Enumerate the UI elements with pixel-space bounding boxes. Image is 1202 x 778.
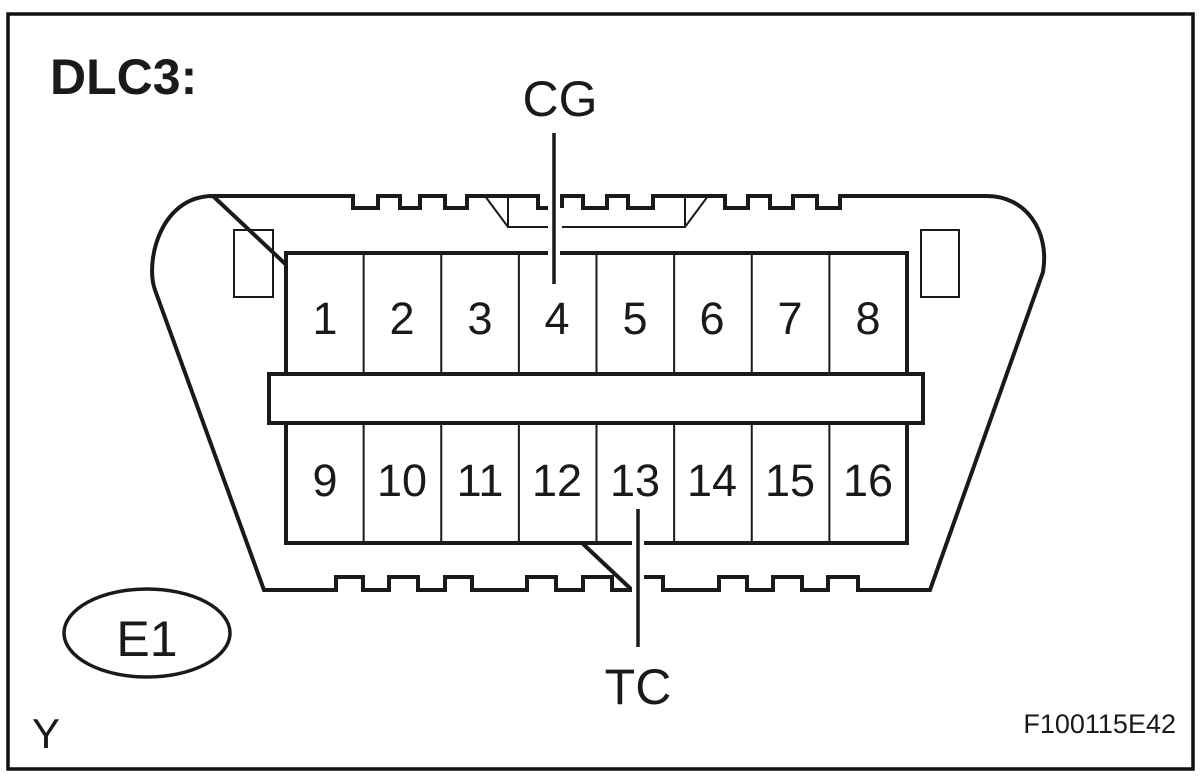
pin-10: 10: [377, 455, 427, 506]
pin-3: 3: [467, 293, 492, 344]
latch-keyway: [484, 195, 709, 228]
diagram-title: DLC3:: [50, 49, 197, 105]
pin-15: 15: [765, 455, 815, 506]
pin-14: 14: [687, 455, 737, 506]
pin-labels: 1 2 3 4 5 6 7 8 9 10 11 12 13 14 15 16: [312, 293, 893, 506]
pin-7: 7: [777, 293, 802, 344]
right-guide-slot: [920, 229, 960, 298]
pin-1: 1: [312, 293, 337, 344]
tc-label: TC: [605, 659, 672, 715]
pin-2: 2: [389, 293, 414, 344]
pin-6: 6: [699, 293, 724, 344]
pin-11: 11: [457, 455, 504, 506]
pin-9: 9: [312, 455, 337, 506]
pin-dividers: [362, 253, 831, 543]
view-marker: Y: [32, 710, 60, 757]
connector-body-outline: [150, 193, 1047, 592]
pin-13: 13: [610, 455, 660, 506]
cg-label: CG: [523, 71, 598, 127]
pin-4: 4: [544, 293, 569, 344]
figure-id: F100115E42: [1023, 709, 1176, 739]
pin-8: 8: [855, 293, 880, 344]
pin-12: 12: [532, 455, 582, 506]
left-guide-slot: [233, 229, 274, 298]
connector-code-badge: [62, 587, 232, 679]
pin-5: 5: [622, 293, 647, 344]
center-crossbar: [267, 372, 925, 425]
pin-16: 16: [843, 455, 893, 506]
figure-frame: [6, 12, 1195, 771]
connector-code: E1: [116, 611, 177, 667]
